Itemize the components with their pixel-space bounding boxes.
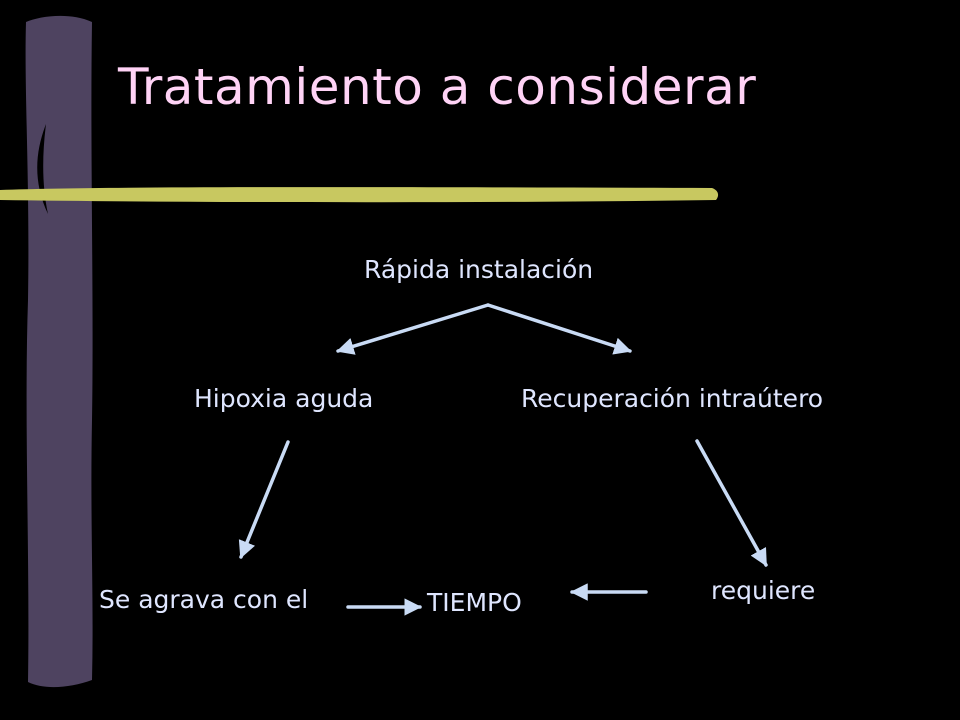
node-acute-hypoxia: Hipoxia aguda <box>194 384 374 413</box>
arrow-root-to-left <box>336 303 490 355</box>
slide-title: Tratamiento a considerar <box>118 58 757 116</box>
node-intrauterine-recovery: Recuperación intraútero <box>521 384 824 413</box>
node-time: TIEMPO <box>427 588 522 617</box>
node-requires: requiere <box>711 576 816 605</box>
sidebar-bar-notch <box>37 124 48 214</box>
arrow-root-to-right <box>486 303 632 355</box>
node-worsens-with: Se agrava con el <box>99 585 309 614</box>
title-underline-rule <box>0 187 719 203</box>
arrow-left-to-bottom-left <box>238 440 290 559</box>
arrow-right-to-bottom-right <box>695 439 768 567</box>
node-rapid-installation: Rápida instalación <box>364 255 594 284</box>
